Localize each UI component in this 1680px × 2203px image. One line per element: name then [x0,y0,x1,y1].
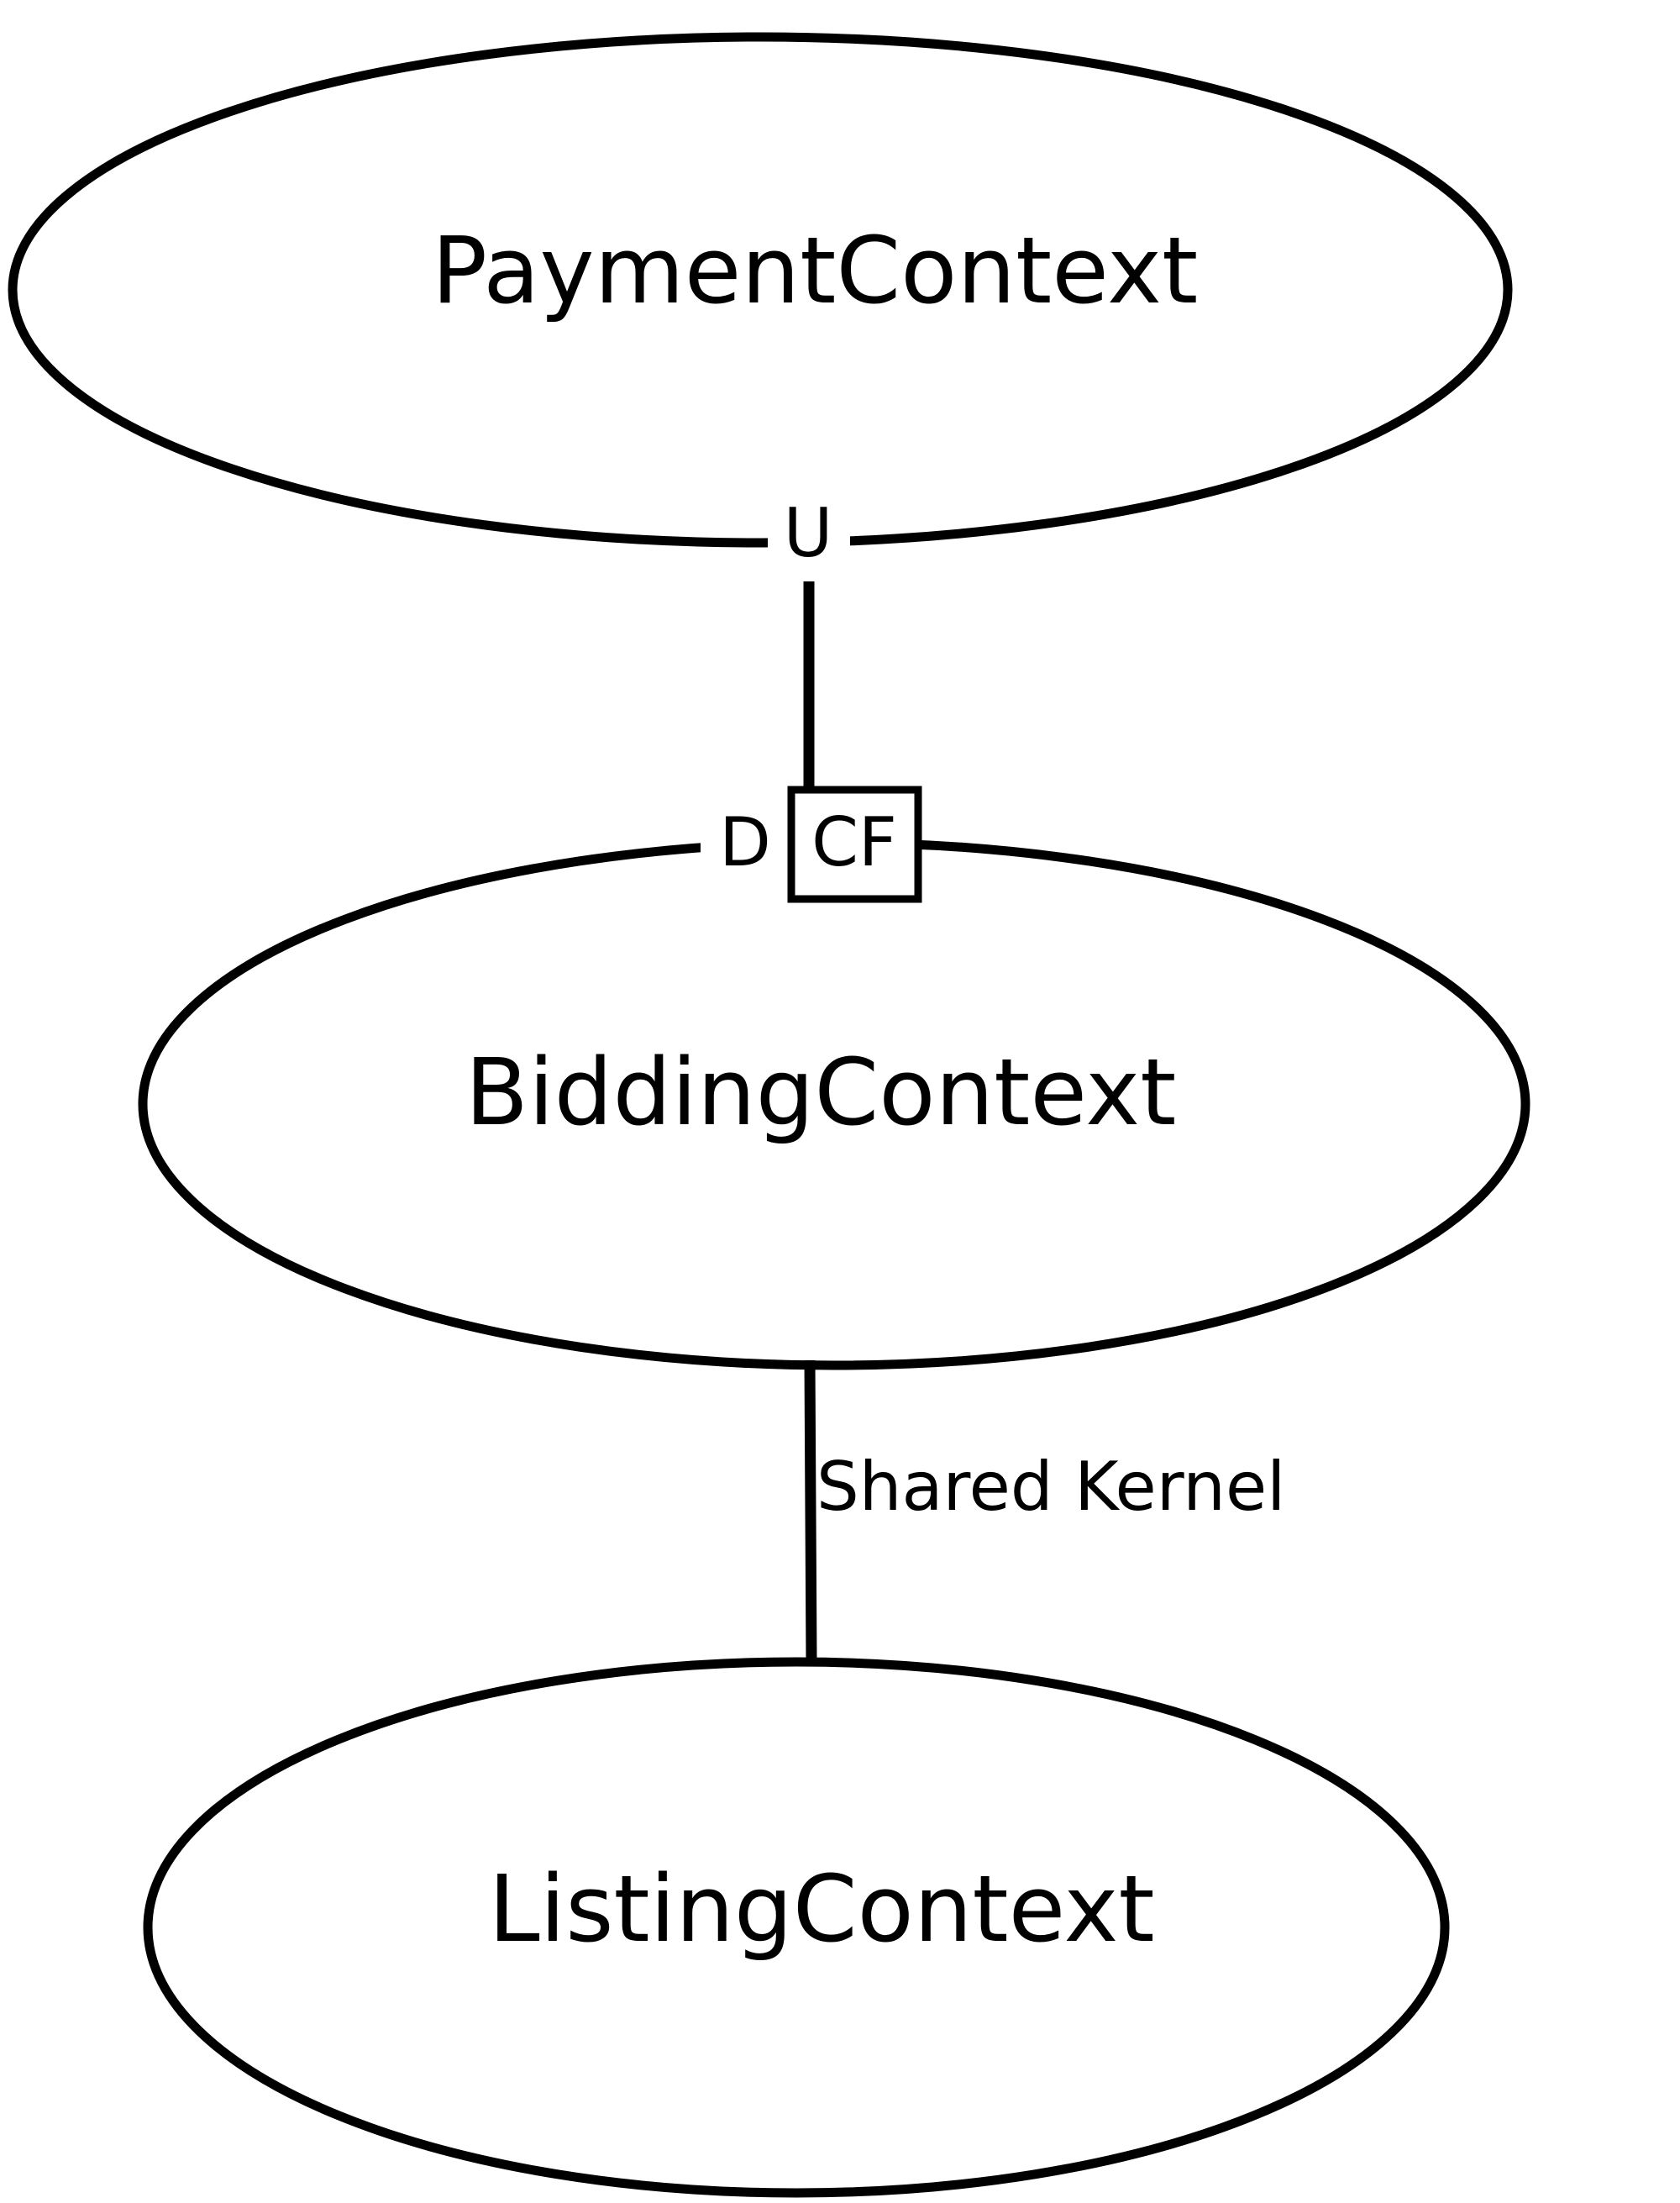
listing-context-node [143,1657,1450,2198]
shared-kernel-label: Shared Kernel [816,1448,1285,1526]
payment-context-node [8,32,1513,548]
payment-context-label: PaymentContext [432,217,1199,324]
bidding-context-label: BiddingContext [465,1038,1177,1146]
upstream-label: U [784,494,833,572]
pattern-box-label: CF [811,803,897,881]
downstream-label-gap [701,803,791,874]
listing-context-label: ListingContext [488,1855,1154,1963]
shared-kernel-edge [804,1359,817,1663]
downstream-label: D [719,803,771,881]
upstream-label-gap [768,492,850,566]
pattern-box [787,786,922,903]
